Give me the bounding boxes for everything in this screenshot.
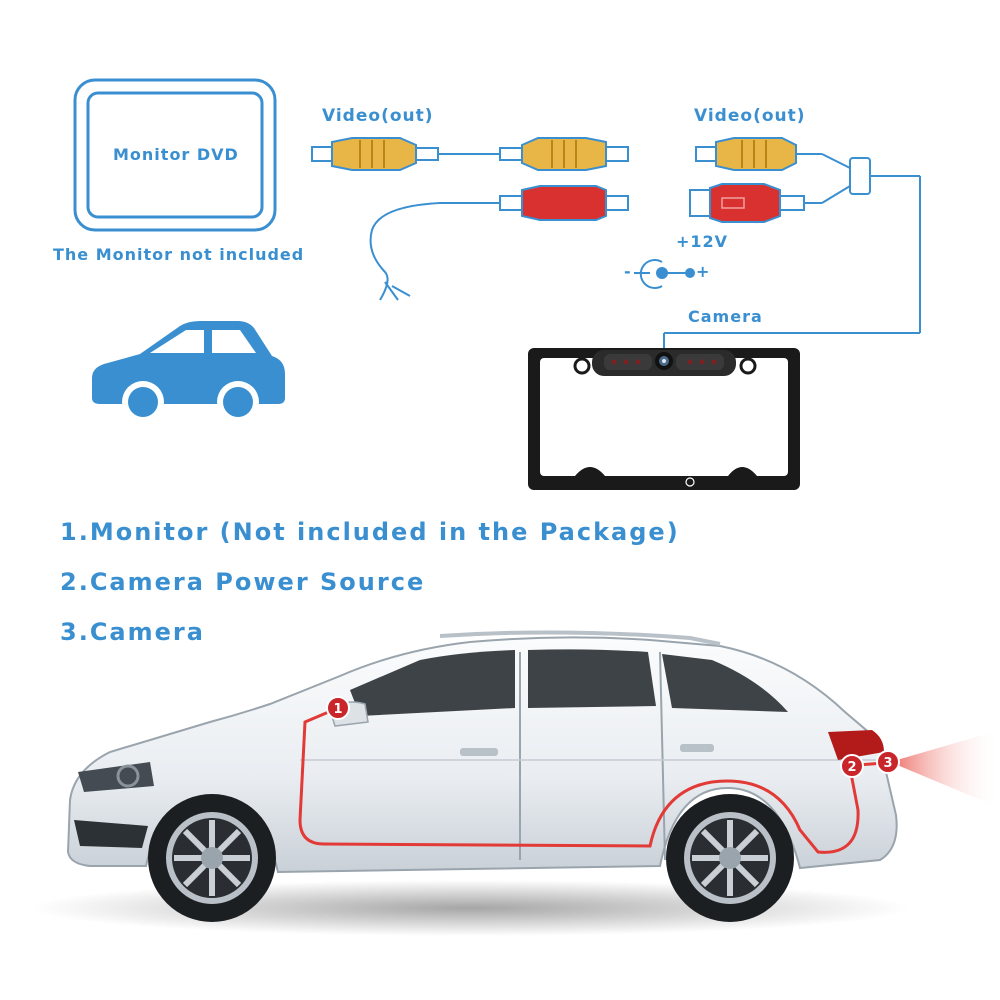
car-illustration: [66, 630, 898, 874]
video-cable-right: [663, 137, 921, 356]
marker-2: 2: [840, 754, 864, 778]
power-minus-label: -: [624, 262, 632, 281]
power-label: +12V: [676, 232, 729, 251]
power-jack-icon: [634, 259, 695, 289]
camera-label: Camera: [688, 307, 763, 326]
marker-1-label: 1: [333, 702, 342, 717]
video-out-label-right: Video(out): [694, 106, 806, 126]
video-cable-left: [311, 137, 629, 171]
step-3: 3.Camera: [60, 618, 205, 646]
marker-2-label: 2: [847, 760, 856, 775]
license-plate-camera: [528, 348, 800, 490]
monitor-caption: The Monitor not included: [53, 245, 305, 264]
monitor-icon: [73, 78, 277, 232]
rear-wheel: [666, 794, 794, 922]
front-wheel: [148, 794, 276, 922]
step-list: 1.Monitor (Not included in the Package) …: [60, 518, 680, 668]
trigger-wire-left: [369, 185, 629, 301]
monitor-screen-label: Monitor DVD: [113, 145, 239, 164]
marker-3-label: 3: [883, 756, 892, 771]
marker-1: 1: [326, 696, 350, 720]
step-1: 1.Monitor (Not included in the Package): [60, 518, 680, 546]
video-out-label-left: Video(out): [322, 106, 434, 126]
power-plus-label: +: [696, 262, 711, 281]
car-icon: [92, 321, 285, 423]
camera-beam: [890, 730, 1000, 808]
step-2: 2.Camera Power Source: [60, 568, 426, 596]
marker-3: 3: [876, 750, 900, 774]
wiring-route: [298, 706, 860, 854]
